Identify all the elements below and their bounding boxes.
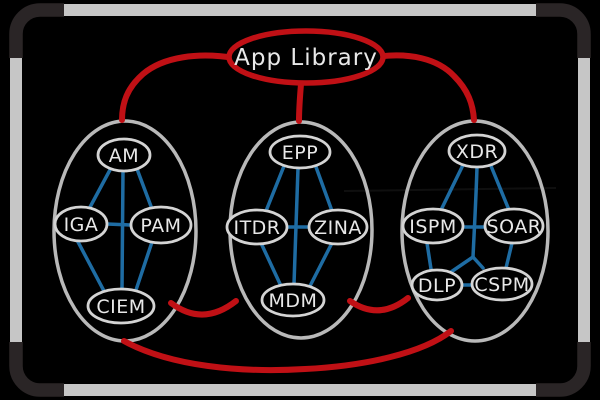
node-am: AM: [96, 137, 152, 173]
node-epp: EPP: [268, 134, 332, 170]
node-dlp: DLP: [410, 268, 464, 302]
board-frame: [9, 3, 591, 397]
link-iga-ciem: [75, 238, 106, 293]
connector-library-to-identity: [119, 52, 237, 123]
node-cspm: CSPM: [470, 266, 534, 302]
node-ispm: ISPM: [401, 207, 465, 245]
node-ciem: CIEM: [86, 287, 156, 325]
node-ciem-ellipse: [86, 287, 156, 325]
node-iga: IGA: [53, 205, 109, 243]
node-iga-label: IGA: [64, 214, 99, 236]
link-branch-dlp: [449, 255, 475, 274]
node-xdr-ellipse: [447, 133, 507, 169]
frame-corner-bottom-right: [536, 342, 591, 397]
links-endpoint: [259, 164, 334, 288]
node-cspm-label: CSPM: [474, 274, 529, 296]
node-pam-ellipse: [129, 205, 193, 245]
node-iga-ellipse: [53, 205, 109, 243]
node-itdr-ellipse: [225, 208, 289, 246]
links-identity: [75, 166, 154, 293]
frame-corner-top-right: [536, 3, 591, 58]
link-xdr-soar: [489, 164, 511, 212]
node-soar: SOAR: [483, 207, 545, 245]
frame-corner-bottom-left: [9, 342, 64, 397]
link-am-iga: [87, 166, 113, 211]
title-node: App Library: [226, 28, 386, 86]
node-zina: ZINA: [307, 208, 369, 246]
node-dlp-label: DLP: [418, 275, 456, 297]
link-epp-itdr: [264, 164, 286, 213]
frame-rail: [10, 4, 590, 396]
link-xdr-branch: [471, 165, 479, 259]
node-ispm-ellipse: [401, 207, 465, 245]
frame-corner-top-left: [9, 3, 64, 58]
node-soar-ellipse: [483, 207, 545, 245]
link-iga-pam: [105, 222, 133, 227]
connector-library-to-endpoint: [296, 81, 304, 124]
node-am-ellipse: [96, 137, 152, 173]
connector-library-to-detection: [372, 52, 477, 123]
page-title: App Library: [234, 45, 378, 71]
node-epp-label: EPP: [282, 142, 318, 164]
node-zina-ellipse: [307, 208, 369, 246]
node-pam-label: PAM: [140, 215, 181, 237]
node-xdr-label: XDR: [456, 141, 498, 163]
node-mdm-ellipse: [260, 282, 326, 318]
node-zina-label: ZINA: [314, 217, 362, 239]
node-epp-ellipse: [268, 134, 332, 170]
connector-identity-detection-arc: [121, 328, 454, 374]
node-ispm-label: ISPM: [409, 216, 457, 238]
link-xdr-ispm: [439, 163, 465, 212]
node-mdm-label: MDM: [269, 290, 318, 312]
node-soar-label: SOAR: [487, 216, 542, 238]
connector-endpoint-detection: [347, 295, 411, 314]
link-zina-mdm: [308, 241, 334, 288]
link-pam-ciem: [134, 240, 154, 292]
link-ispm-dlp: [425, 241, 433, 271]
link-am-pam: [135, 167, 154, 211]
link-itdr-mdm: [259, 241, 283, 288]
node-cspm-ellipse: [470, 266, 534, 302]
link-epp-zina: [314, 165, 334, 213]
link-branch-cspm: [471, 255, 485, 270]
connector-identity-endpoint: [168, 298, 239, 318]
node-am-label: AM: [109, 145, 139, 167]
title-ellipse: [226, 28, 386, 86]
node-xdr: XDR: [447, 133, 507, 169]
node-itdr: ITDR: [225, 208, 289, 246]
node-mdm: MDM: [260, 282, 326, 318]
node-itdr-label: ITDR: [233, 217, 280, 239]
node-pam: PAM: [129, 205, 193, 245]
node-ciem-label: CIEM: [96, 296, 145, 318]
red-connectors: [119, 52, 477, 374]
links-detection: [425, 163, 514, 287]
link-soar-cspm: [504, 241, 514, 270]
link-am-ciem: [120, 169, 125, 291]
node-dlp-ellipse: [410, 268, 464, 302]
